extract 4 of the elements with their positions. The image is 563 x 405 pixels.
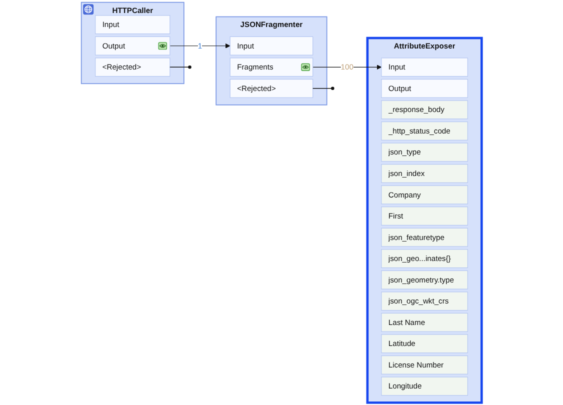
arrow [312,64,382,70]
connector-line [170,66,192,69]
connector-line [312,86,334,90]
arrow [170,43,230,48]
